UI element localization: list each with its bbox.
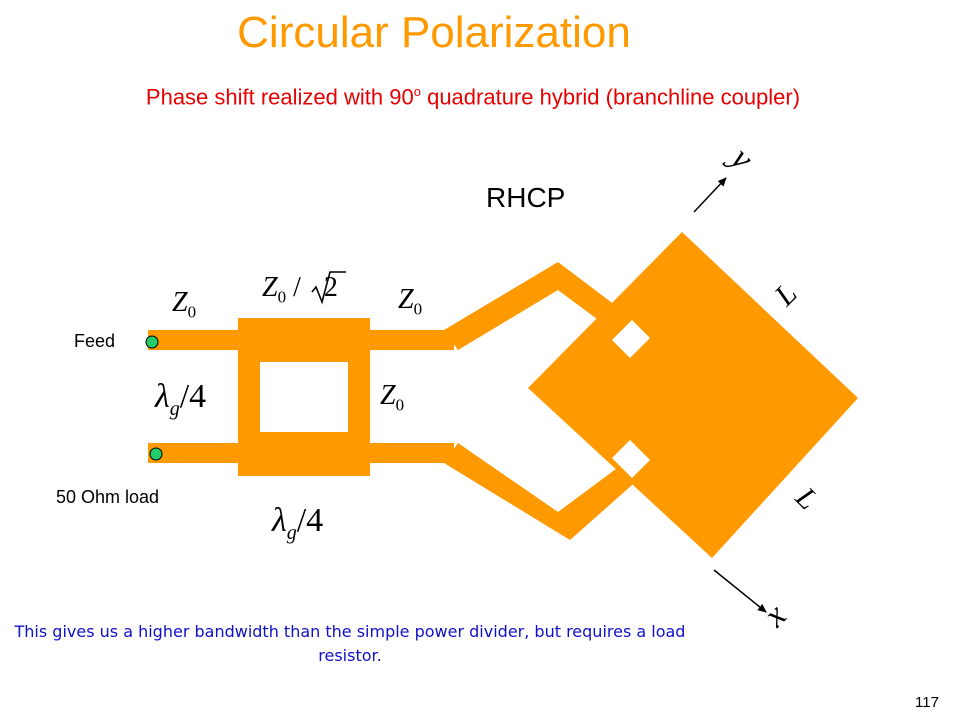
output-line-top [370,330,454,350]
microstrip-metal [148,232,858,558]
feed-label: Feed [74,331,116,351]
load-port [149,447,163,461]
input-line-top [148,330,238,350]
x-axis-arrow [713,569,767,613]
sqrt-radical [311,271,346,305]
input-line-bottom [148,443,238,463]
subtitle-rest: quadrature hybrid (branchline coupler) [420,84,801,110]
polarization-label: RHCP [486,182,566,213]
page-number: 117 [915,694,939,711]
bandwidth-note: This gives us a higher bandwidth than th… [14,622,686,665]
slide-subtitle: Phase shift realized with 90o quadrature… [0,84,946,110]
impedance-label-left: Z0 [172,287,197,322]
impedance-label-inner: Z0 [380,380,405,415]
impedance-label-right: Z0 [398,284,423,319]
subtitle-main: Phase shift realized with 90 [145,84,414,110]
patch-notch-top [612,320,650,358]
coupler-ring [238,318,370,476]
y-axis-arrow [693,177,727,213]
patch-feed-bottom [444,443,640,540]
degree-superscript: o [413,84,421,99]
patch-feed-top [444,262,640,350]
square-patch [528,232,858,558]
quarter-wave-label-vertical: λg/4 [155,378,207,420]
feed-port [145,335,159,349]
load-label: 50 Ohm load [56,487,160,507]
output-line-bottom [370,443,454,463]
impedance-label-ratio: Z0 / 2 [262,272,338,307]
patch-notch-bottom [612,440,650,478]
slide-title: Circular Polarization [237,8,631,57]
quarter-wave-label-horizontal: λg/4 [272,502,324,544]
